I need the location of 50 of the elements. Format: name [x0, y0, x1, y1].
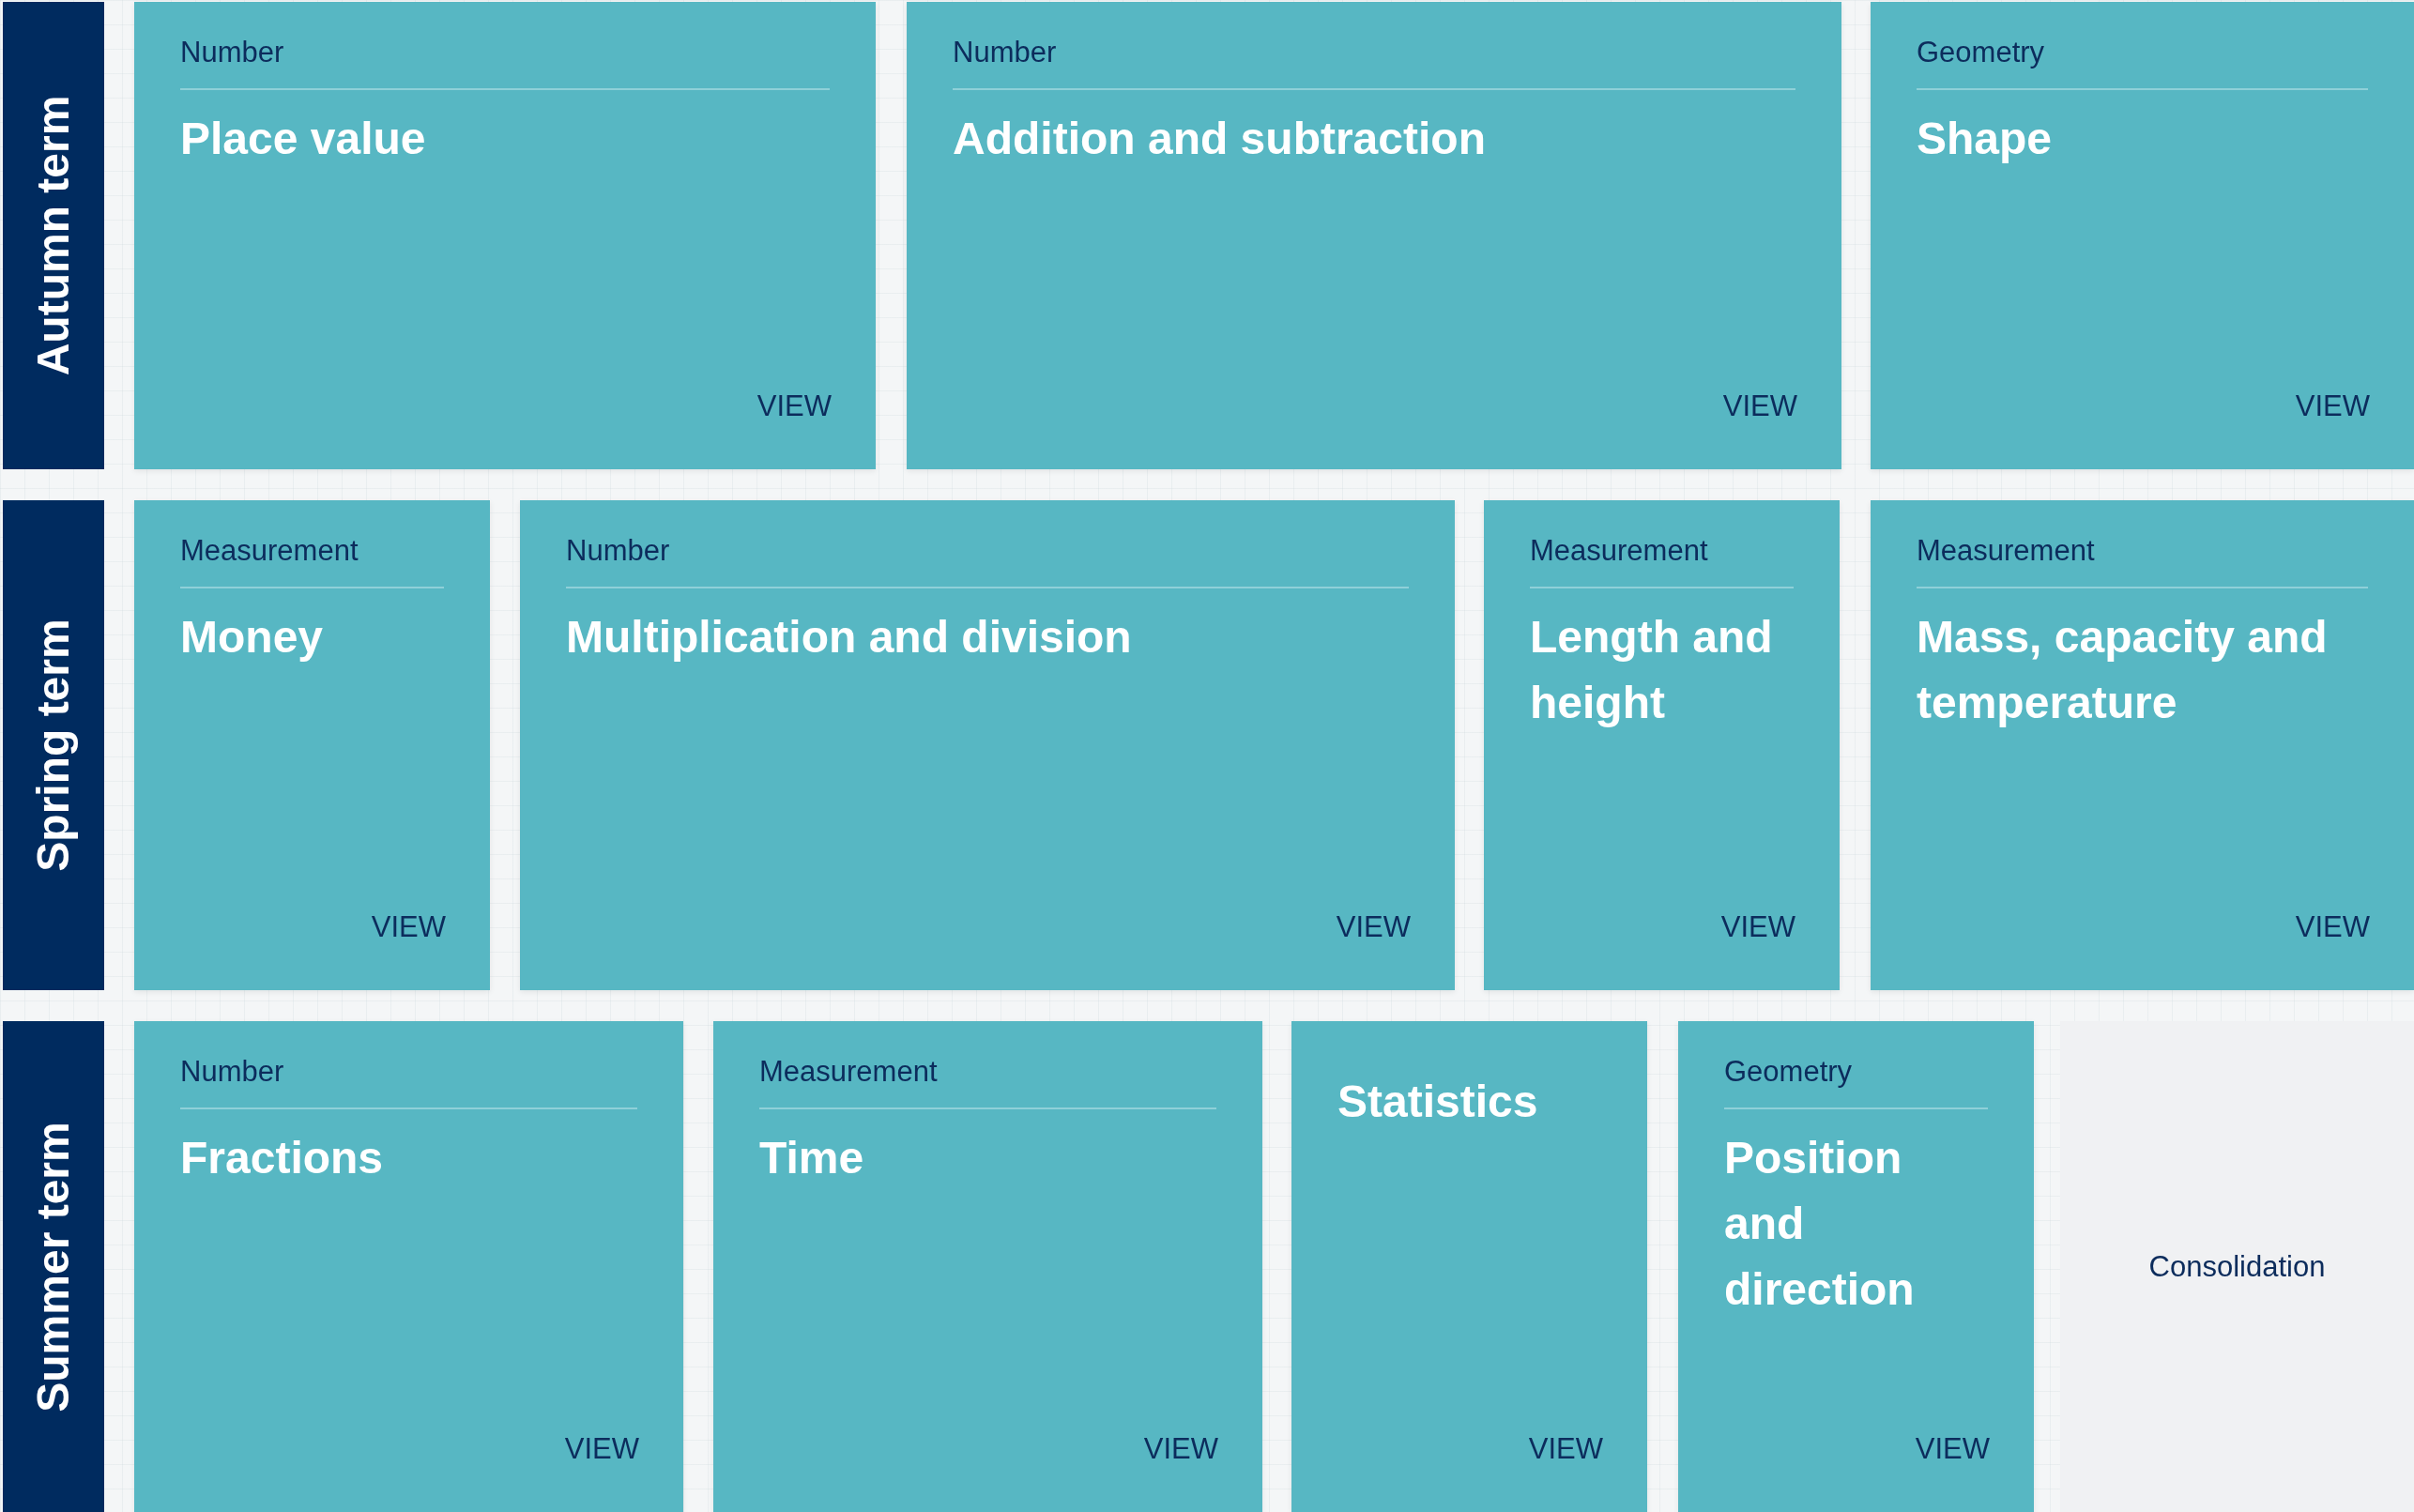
- view-link: VIEW: [564, 1431, 639, 1467]
- category-label: Measurement: [1917, 533, 2095, 569]
- view-link: VIEW: [1915, 1431, 1990, 1467]
- topic-card: [1871, 500, 2414, 990]
- category-label: Number: [180, 35, 284, 70]
- topic-title: Position and direction: [1724, 1132, 1916, 1316]
- view-link: VIEW: [1722, 389, 1797, 424]
- category-label: Measurement: [759, 1054, 938, 1090]
- term-band: [3, 2, 104, 469]
- topic-title: Money: [180, 611, 324, 664]
- term-label: Summer term: [27, 1121, 79, 1413]
- view-link: VIEW: [2295, 389, 2370, 424]
- topic-title: Time: [759, 1132, 865, 1184]
- topic-card: [713, 1021, 1262, 1512]
- topic-card: [134, 2, 876, 469]
- term-band: [3, 1021, 104, 1512]
- topic-card: [520, 500, 1455, 990]
- view-link: VIEW: [1720, 909, 1795, 945]
- topic-title: Statistics: [1337, 1076, 1539, 1128]
- topic-title: Multiplication and division: [566, 611, 1133, 664]
- view-link: VIEW: [756, 389, 832, 424]
- topic-title: Fractions: [180, 1132, 385, 1184]
- view-link: VIEW: [1336, 909, 1411, 945]
- topic-title: Addition and subtraction: [953, 113, 1487, 165]
- topic-card: [1678, 1021, 2034, 1512]
- view-link: VIEW: [371, 909, 446, 945]
- topic-title: Length and height: [1530, 611, 1774, 729]
- topic-card: [134, 500, 490, 990]
- topic-card: [907, 2, 1841, 469]
- topic-card: [1484, 500, 1840, 990]
- view-link: VIEW: [1143, 1431, 1218, 1467]
- topic-card: [134, 1021, 683, 1512]
- view-link: VIEW: [2295, 909, 2370, 945]
- panel-label: Consolidation: [2148, 1248, 2326, 1285]
- topic-title: Place value: [180, 113, 427, 165]
- category-label: Number: [953, 35, 1057, 70]
- category-label: Number: [566, 533, 670, 569]
- view-link: VIEW: [1528, 1431, 1603, 1467]
- category-label: Measurement: [180, 533, 359, 569]
- term-band: [3, 500, 104, 990]
- topic-card: [1291, 1021, 1647, 1512]
- category-label: Number: [180, 1054, 284, 1090]
- category-label: Geometry: [1917, 35, 2045, 70]
- topic-card: [1871, 2, 2414, 469]
- term-label: Autumn term: [27, 95, 79, 376]
- category-label: Measurement: [1530, 533, 1708, 569]
- term-label: Spring term: [27, 619, 79, 872]
- category-label: Geometry: [1724, 1054, 1853, 1090]
- topic-title: Mass, capacity and temperature: [1917, 611, 2329, 729]
- topic-title: Shape: [1917, 113, 2054, 165]
